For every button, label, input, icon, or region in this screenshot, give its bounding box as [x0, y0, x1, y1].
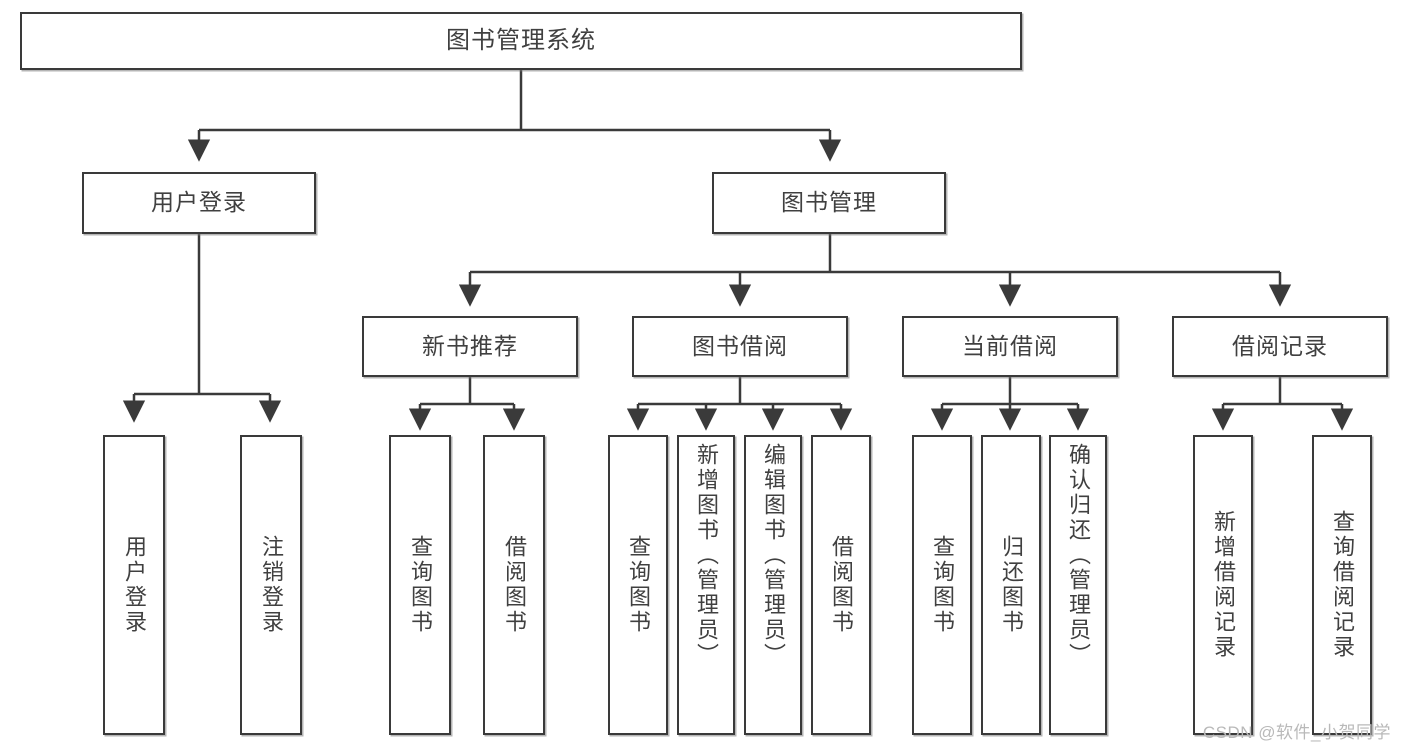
leaf-record-add-record[interactable]: 新增借阅记录 [1193, 435, 1253, 735]
node-label: 图书借阅 [692, 332, 788, 359]
node-label: 查询图书 [626, 535, 651, 635]
node-label: 确认归还（管理员） [1066, 443, 1091, 668]
node-label: 新书推荐 [422, 332, 518, 359]
node-label: 查询借阅记录 [1330, 510, 1355, 660]
node-label: 查询图书 [930, 535, 955, 635]
node-label: 用户登录 [122, 535, 147, 635]
leaf-user-login-login[interactable]: 用户登录 [103, 435, 165, 735]
csdn-watermark: CSDN @软件_小贺同学 [1202, 723, 1391, 742]
node-label: 图书管理 [781, 189, 877, 216]
leaf-current-query-book[interactable]: 查询图书 [912, 435, 972, 735]
node-label: 注销登录 [259, 535, 284, 635]
node-borrow-record[interactable]: 借阅记录 [1172, 316, 1388, 377]
leaf-recommend-borrow-book[interactable]: 借阅图书 [483, 435, 545, 735]
node-label: 借阅记录 [1232, 332, 1328, 359]
node-label: 归还图书 [999, 535, 1024, 635]
node-label: 当前借阅 [962, 332, 1058, 359]
leaf-recommend-query-book[interactable]: 查询图书 [389, 435, 451, 735]
leaf-borrow-query-book[interactable]: 查询图书 [608, 435, 668, 735]
node-user-login[interactable]: 用户登录 [82, 172, 316, 234]
node-label: 借阅图书 [502, 535, 527, 635]
node-book-management[interactable]: 图书管理 [712, 172, 946, 234]
node-label: 编辑图书（管理员） [761, 443, 786, 668]
node-label: 新增借阅记录 [1211, 510, 1236, 660]
leaf-current-return-book[interactable]: 归还图书 [981, 435, 1041, 735]
leaf-borrow-borrow-book[interactable]: 借阅图书 [811, 435, 871, 735]
node-current-borrow[interactable]: 当前借阅 [902, 316, 1118, 377]
node-root-system[interactable]: 图书管理系统 [20, 12, 1022, 70]
leaf-current-confirm-return-admin[interactable]: 确认归还（管理员） [1049, 435, 1107, 735]
node-label: 查询图书 [408, 535, 433, 635]
node-new-book-recommend[interactable]: 新书推荐 [362, 316, 578, 377]
node-label: 新增图书（管理员） [694, 443, 719, 668]
leaf-borrow-edit-book-admin[interactable]: 编辑图书（管理员） [744, 435, 802, 735]
node-label: 借阅图书 [829, 535, 854, 635]
leaf-record-query-record[interactable]: 查询借阅记录 [1312, 435, 1372, 735]
leaf-user-login-logout[interactable]: 注销登录 [240, 435, 302, 735]
node-label: 图书管理系统 [446, 26, 596, 54]
node-label: 用户登录 [151, 189, 247, 216]
node-book-borrow[interactable]: 图书借阅 [632, 316, 848, 377]
leaf-borrow-add-book-admin[interactable]: 新增图书（管理员） [677, 435, 735, 735]
